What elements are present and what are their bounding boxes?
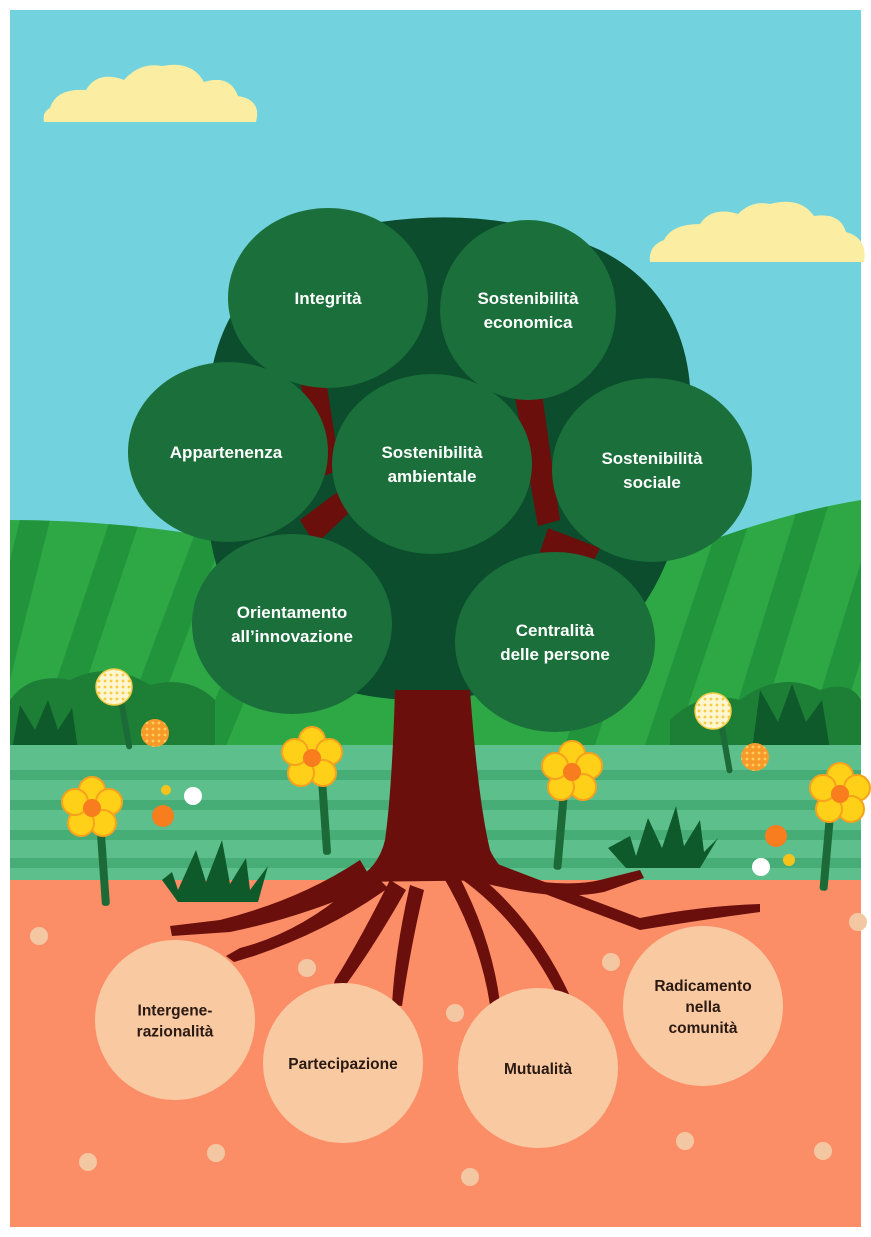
value-label-line: Sostenibilità xyxy=(601,449,703,468)
value-label: Radicamento nella comunità xyxy=(654,978,751,1037)
tree-roots xyxy=(170,858,760,1006)
dandelion-icon xyxy=(694,692,733,774)
value-circle xyxy=(552,378,752,562)
value-label-line: Partecipazione xyxy=(288,1056,398,1073)
value-circle xyxy=(128,362,328,542)
canopy-value-sostenibilita-economica: Sostenibilità economica xyxy=(440,220,616,400)
canopy-value-integrita: Integrità xyxy=(228,208,428,388)
value-label-line: ambientale xyxy=(388,467,477,486)
grass-tuft-icon xyxy=(12,684,830,750)
value-label: Intergene-razionalità xyxy=(137,1003,214,1041)
value-label: Appartenenza xyxy=(170,443,283,462)
flower-icon xyxy=(809,762,871,891)
value-label-line: Radicamento xyxy=(654,978,751,995)
value-circle xyxy=(440,220,616,400)
value-circle xyxy=(228,208,428,388)
value-label-line: Centralità xyxy=(516,621,595,640)
root-value-partecipazione: Partecipazione xyxy=(263,983,423,1143)
value-label-line: Appartenenza xyxy=(170,443,283,462)
value-circle xyxy=(95,940,255,1100)
value-label-line: razionalità xyxy=(137,1024,214,1041)
flower-icon xyxy=(541,740,603,870)
value-label-line: sociale xyxy=(623,473,681,492)
pompom-icon xyxy=(141,719,169,747)
canopy-value-sostenibilita-ambientale: Sostenibilità ambientale xyxy=(332,374,532,554)
value-label-line: Orientamento xyxy=(237,603,348,622)
dandelion-icon xyxy=(95,668,133,750)
value-label: Sostenibilità ambientale xyxy=(381,443,483,486)
value-label-line: delle persone xyxy=(500,645,610,664)
canopy-value-centralita-persone: Centralità delle persone xyxy=(455,552,655,732)
canopy-value-sostenibilita-sociale: Sostenibilità sociale xyxy=(552,378,752,562)
root-value-intergenerazionalita: Intergene-razionalità xyxy=(95,940,255,1100)
value-label-line: Intergene- xyxy=(138,1003,213,1020)
value-label: Sostenibilità sociale xyxy=(601,449,703,492)
flower-icon xyxy=(61,776,123,906)
value-label-line: Sostenibilità xyxy=(381,443,483,462)
value-label-line: comunità xyxy=(669,1020,738,1037)
value-label-line: economica xyxy=(484,313,573,332)
canopy-value-appartenenza: Appartenenza xyxy=(128,362,328,542)
value-circle xyxy=(623,926,783,1086)
value-label-line: nella xyxy=(685,999,721,1016)
value-label: Integrità xyxy=(294,289,362,308)
cloud-icon xyxy=(43,64,258,122)
value-circle xyxy=(192,534,392,714)
value-circle xyxy=(263,983,423,1143)
grass-tuft-icon xyxy=(162,840,268,902)
value-label: Orientamento all’innovazione xyxy=(231,603,353,646)
meadow-dots xyxy=(152,785,795,876)
value-circle xyxy=(458,988,618,1148)
value-circle xyxy=(455,552,655,732)
root-value-radicamento-comunita: Radicamento nella comunità xyxy=(623,926,783,1086)
canopy-value-orientamento-innovazione: Orientamento all’innovazione xyxy=(192,534,392,714)
value-circle xyxy=(332,374,532,554)
pebble-icon xyxy=(30,913,867,1186)
value-label: Centralità delle persone xyxy=(500,621,610,664)
value-label-line: Mutualità xyxy=(504,1061,572,1078)
flower-icon xyxy=(281,726,343,855)
grass-tuft-icon xyxy=(608,806,718,868)
tree-trunk xyxy=(350,690,520,882)
value-label-line: Sostenibilità xyxy=(477,289,579,308)
value-label: Mutualità xyxy=(504,1061,572,1078)
value-label: Sostenibilità economica xyxy=(477,289,579,332)
cloud-icon xyxy=(649,201,865,262)
pompom-icon xyxy=(741,743,769,771)
value-label: Partecipazione xyxy=(288,1056,398,1073)
root-value-mutualita: Mutualità xyxy=(458,988,618,1148)
value-label-line: Integrità xyxy=(294,289,362,308)
value-label-line: all’innovazione xyxy=(231,627,353,646)
